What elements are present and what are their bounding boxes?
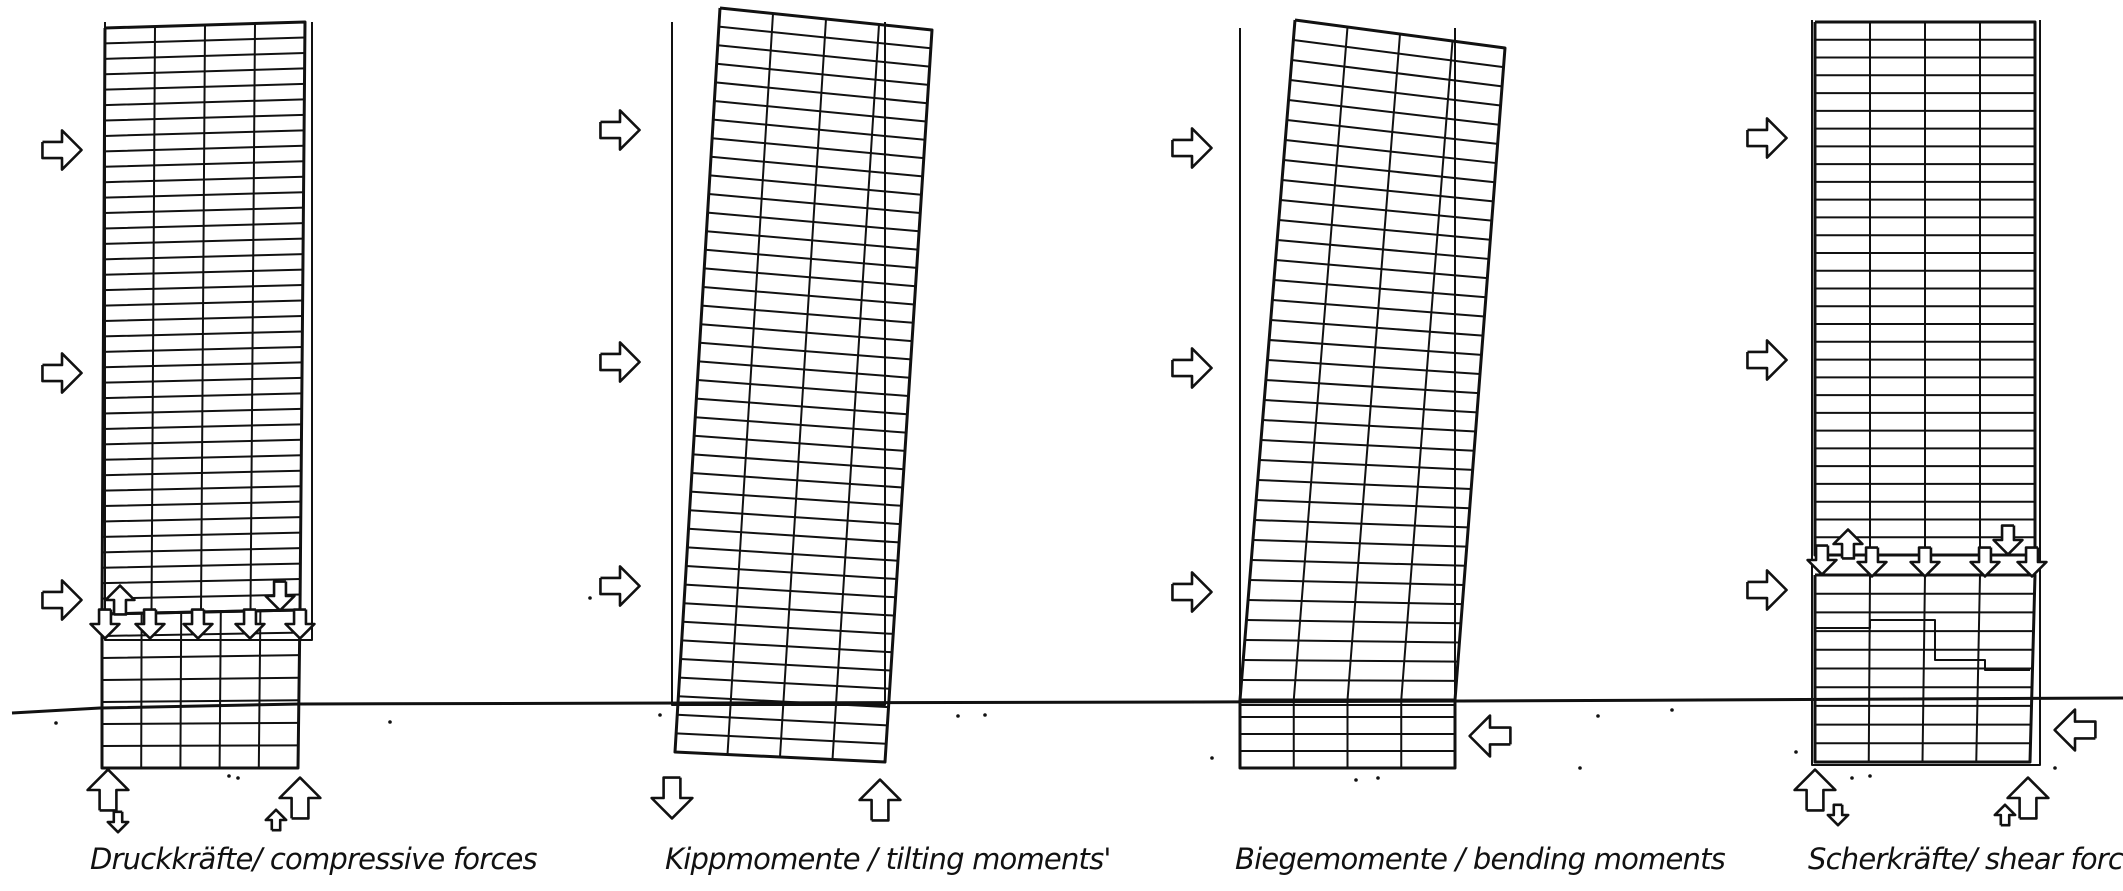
ground-speck [1868,774,1872,778]
wind-arrow-icon [600,566,639,605]
wind-arrow-icon [600,342,639,381]
ground-speck [588,596,592,600]
reaction-arrow-icon [2055,710,2096,751]
building-floor-line [1242,680,1457,681]
ground-speck [1376,776,1380,780]
caption-compressive: Druckkräfte/ compressive forces [90,842,537,882]
building-floor-line [102,723,299,724]
ground-speck [956,714,960,718]
building-floor-line [1243,660,1458,662]
ground-speck [1210,756,1214,760]
building-floor-line [102,745,298,746]
wind-arrow-icon [42,353,81,392]
panel-compressive [42,22,391,832]
building-floor-line [1245,640,1460,642]
wind-arrow-icon [42,130,81,169]
original-position-outline [672,22,885,705]
building-floor-line [102,700,299,702]
reaction-arrow-icon [1828,805,1848,825]
ground-speck [1670,708,1674,712]
building-column-line [259,611,261,768]
ground-speck [983,713,987,717]
reaction-arrow-icon [280,778,321,819]
reaction-arrow-icon [88,770,129,811]
ground-speck [2053,766,2057,770]
force-arrow-icon [1994,526,2023,555]
panel-tilting [588,8,987,820]
ground-speck [227,774,231,778]
building-column-line [220,612,221,768]
ground-line [12,698,2123,713]
ground-line [12,698,2123,713]
wind-arrow-icon [1172,348,1211,387]
ground-speck [1578,766,1582,770]
force-arrow-icon [1858,548,1887,577]
ground-speck [236,776,240,780]
reaction-arrow-icon [860,780,901,821]
building-floor-line [102,655,299,658]
force-arrow-icon [1911,548,1940,577]
wind-arrow-icon [600,110,639,149]
panel-bending [1172,20,1673,782]
building-floor-line [102,678,299,680]
wind-arrow-icon [42,580,81,619]
reaction-arrow-icon [266,810,286,830]
reaction-arrow-icon [1995,805,2015,825]
ground-speck [54,721,58,725]
panel-shear [1747,20,2095,825]
wind-arrow-icon [1747,570,1786,609]
force-arrow-icon [1971,548,2000,577]
wind-arrow-icon [1747,118,1786,157]
reaction-arrow-icon [652,778,693,819]
wind-arrow-icon [1172,572,1211,611]
caption-shear: Scherkräfte/ shear forces [1808,842,2123,882]
force-arrow-icon [2018,548,2047,577]
wind-arrow-icon [1747,340,1786,379]
reaction-arrow-icon [1795,770,1836,811]
ground-speck [658,713,662,717]
ground-speck [1850,776,1854,780]
caption-bending: Biegemomente / bending moments [1235,842,1725,882]
building-column-line [180,612,181,768]
force-arrow-icon [286,610,315,639]
caption-tilting: Kippmomente / tilting moments' [665,842,1111,882]
ground-speck [1794,750,1798,754]
ground-speck [388,720,392,724]
force-arrow-icon [266,582,295,611]
ground-speck [1354,778,1358,782]
wind-arrow-icon [1172,128,1211,167]
reaction-arrow-icon [1470,716,1511,757]
shear-crack-line [1815,620,2030,670]
reaction-arrow-icon [108,812,128,832]
ground-speck [1596,714,1600,718]
